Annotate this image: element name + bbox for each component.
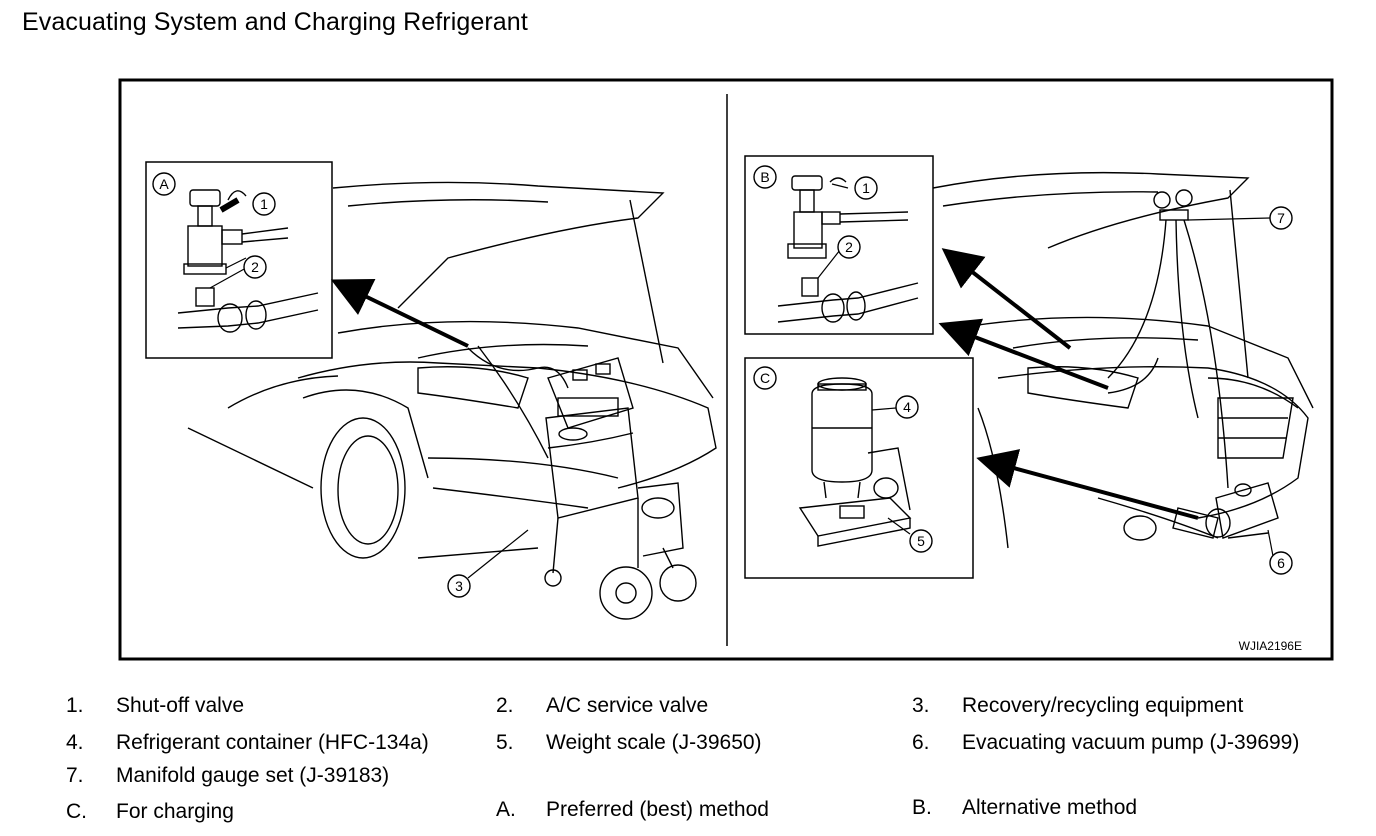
legend-text: Evacuating vacuum pump (J-39699) [962, 731, 1300, 754]
legend-num: 4. [66, 731, 84, 754]
legend-text: Preferred (best) method [546, 798, 769, 821]
figure-id: WJIA2196E [1238, 639, 1302, 653]
arrow-to-inset-a [330, 278, 469, 348]
arrow-to-inset-b-lower [938, 318, 1109, 390]
arrow-to-inset-b-upper [941, 248, 1072, 350]
legend-text: Manifold gauge set (J-39183) [116, 764, 390, 787]
callout-6: 6 [1277, 555, 1285, 571]
legend-num: C. [66, 800, 87, 823]
legend-text: Refrigerant container (HFC-134a) [116, 731, 429, 754]
figure-frame [118, 78, 1334, 661]
service-diagram: A 1 2 3 B 1 2 C 4 5 6 7 WJIA2196E [118, 78, 1334, 661]
callout-a-1: 1 [260, 196, 268, 212]
arrow-to-inset-c [976, 449, 1199, 520]
legend-text: Shut-off valve [116, 694, 245, 717]
callout-inset-a: A [159, 176, 169, 192]
legend-num: 2. [496, 694, 514, 717]
legend-num: 5. [496, 731, 514, 754]
callout-7: 7 [1277, 210, 1285, 226]
legend-num: 1. [66, 694, 84, 717]
callout-b-1: 1 [862, 180, 870, 196]
callout-3: 3 [455, 578, 463, 594]
legend-num: B. [912, 796, 932, 819]
diagram-illustration: A 1 2 3 B 1 2 C 4 5 6 7 [118, 78, 1334, 661]
legend-num: 6. [912, 731, 930, 754]
right-car-illustration [932, 171, 1314, 549]
legend-text: For charging [116, 800, 234, 823]
legend-text: Recovery/recycling equipment [962, 694, 1244, 717]
legend-text: Weight scale (J-39650) [546, 731, 762, 754]
callout-circles [152, 165, 1293, 598]
legend-text: A/C service valve [546, 694, 709, 717]
inset-b-valve-drawing [777, 175, 919, 323]
left-car-illustration [187, 181, 717, 559]
inset-a-valve-drawing [177, 189, 319, 333]
vacuum-pump [1205, 482, 1279, 539]
inset-c-container-scale [798, 377, 912, 547]
recovery-recycling-machine [544, 357, 697, 620]
inset-c-frame [744, 357, 974, 579]
inset-a-arrow [219, 197, 240, 213]
callout-inset-c: C [760, 370, 770, 386]
legend-num: 3. [912, 694, 930, 717]
leader-lines [209, 183, 1274, 579]
legend-num: 7. [66, 764, 84, 787]
callout-5: 5 [917, 533, 925, 549]
manifold-gauge-set [1107, 189, 1229, 489]
legend-text: Alternative method [962, 796, 1138, 819]
legend-num: A. [496, 798, 516, 821]
callout-inset-b: B [760, 169, 769, 185]
page-title: Evacuating System and Charging Refrigera… [22, 8, 528, 36]
callout-b-2: 2 [845, 239, 853, 255]
callout-4: 4 [903, 399, 911, 415]
callout-a-2: 2 [251, 259, 259, 275]
